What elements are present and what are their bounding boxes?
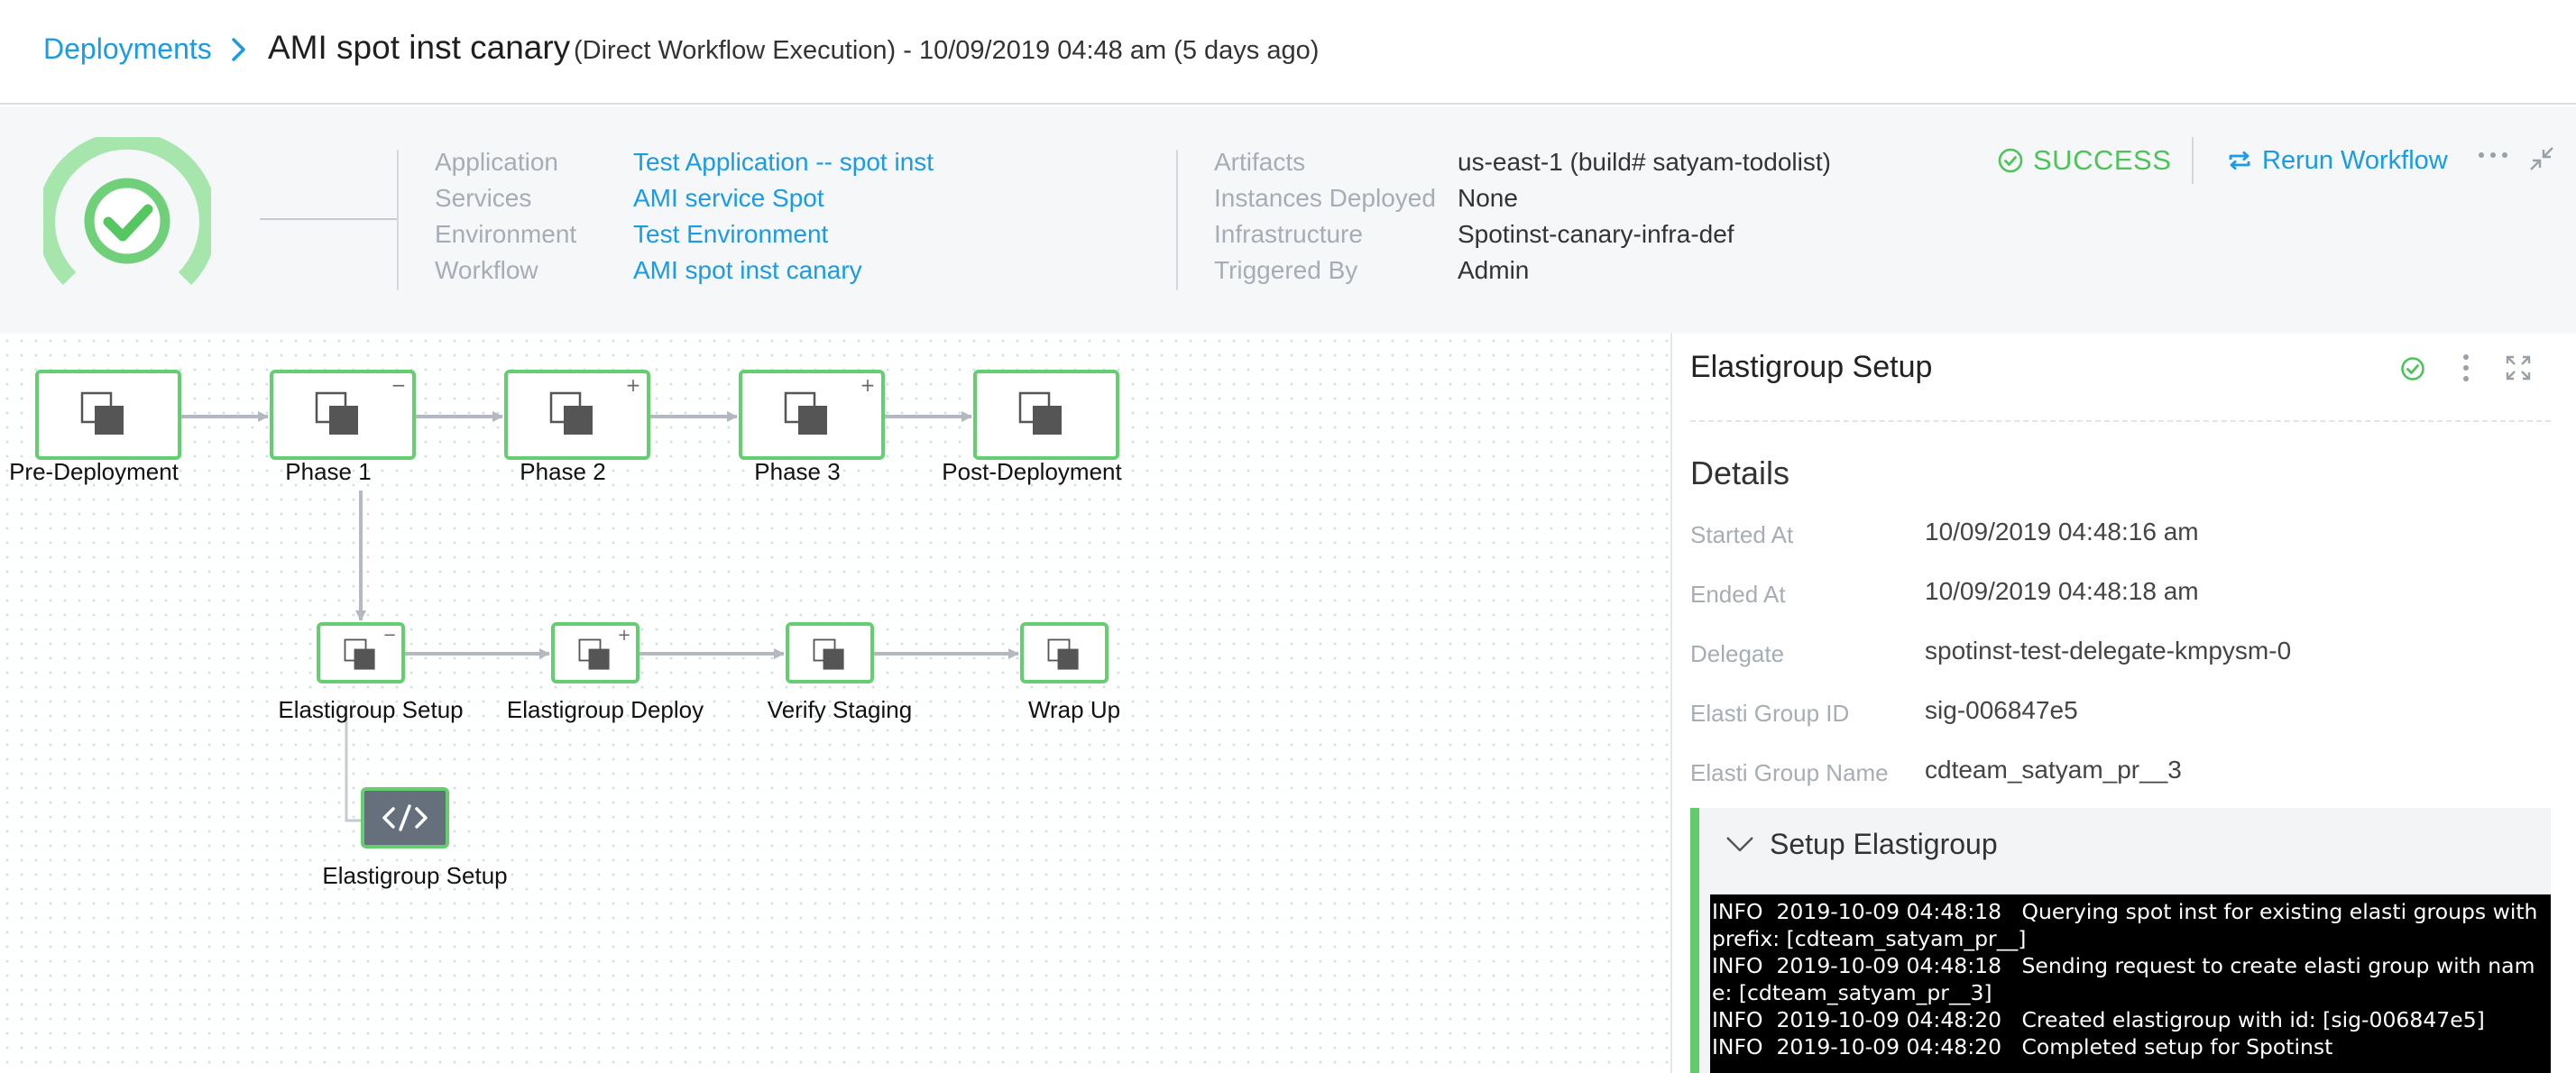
log-line: INFO 2019-10-09 04:48:20 Created elastig… — [1712, 1007, 2485, 1032]
check-circle-icon — [2401, 357, 2424, 381]
divider — [397, 150, 399, 290]
log-line: INFO 2019-10-09 04:48:18 Sending request… — [1712, 953, 2535, 1005]
kebab-menu-icon[interactable] — [2461, 352, 2471, 384]
section-title: Setup Elastigroup — [1770, 827, 1998, 860]
panel-title: Elastigroup Setup — [1690, 350, 1933, 384]
page-title: AMI spot inst canary — [268, 29, 571, 66]
triggered-by-value: Admin — [1458, 256, 1530, 284]
details-heading: Details — [1690, 454, 1790, 491]
summary-connector-line — [260, 218, 397, 220]
page-subtitle: (Direct Workflow Execution) - 10/09/2019… — [574, 36, 1320, 65]
workflow-canvas[interactable]: − + + − + — [0, 334, 1670, 1073]
divider — [1176, 150, 1178, 290]
log-line: INFO 2019-10-09 04:48:20 Completed setup… — [1712, 1034, 2333, 1059]
step-node-elastigroup-deploy[interactable]: + — [551, 622, 639, 683]
phase-label-post-deployment: Post-Deployment — [942, 458, 1122, 485]
environment-link[interactable]: Test Environment — [633, 220, 829, 248]
step-node-elastigroup-setup[interactable]: − — [317, 622, 405, 683]
triggered-by-label: Triggered By — [1214, 256, 1358, 284]
success-gauge-icon — [43, 137, 211, 286]
phase-node-1[interactable]: − — [270, 370, 416, 460]
application-label: Application — [435, 148, 558, 176]
step-label-verify-staging: Verify Staging — [767, 696, 913, 723]
rerun-workflow-button[interactable]: Rerun Workflow — [2226, 142, 2448, 179]
chevron-down-icon — [1726, 837, 1753, 852]
instances-deployed-label: Instances Deployed — [1214, 184, 1436, 212]
log-line: INFO 2019-10-09 04:48:18 Querying spot i… — [1712, 899, 2544, 951]
step-label-wrap-up: Wrap Up — [1027, 696, 1121, 723]
infrastructure-value: Spotinst-canary-infra-def — [1458, 220, 1734, 248]
elasti-group-name-label: Elasti Group Name — [1690, 759, 1889, 786]
workflow-graph: − + + − + — [35, 370, 1119, 848]
details-panel: Elastigroup Setup Details Started At 10/… — [1670, 334, 2576, 1073]
step-label-elastigroup-setup: Elastigroup Setup — [278, 696, 464, 723]
infrastructure-label: Infrastructure — [1214, 220, 1363, 248]
service-link[interactable]: AMI service Spot — [633, 184, 824, 212]
artifacts-value: us-east-1 (build# satyam-todolist) — [1458, 148, 1831, 176]
step-node-verify-staging[interactable] — [786, 622, 874, 683]
ended-at-value: 10/09/2019 04:48:18 am — [1925, 577, 2199, 605]
setup-elastigroup-section: Setup Elastigroup INFO 2019-10-09 04:48:… — [1690, 808, 2551, 1073]
services-label: Services — [435, 184, 532, 212]
elasti-group-id-label: Elasti Group ID — [1690, 700, 1850, 727]
phase-label-pre-deployment: Pre-Deployment — [9, 458, 179, 485]
expand-icon[interactable] — [2504, 353, 2533, 382]
top-bar: Deployments AMI spot inst canary (Direct… — [0, 0, 2576, 105]
elasti-group-name-value: cdteam_satyam_pr__3 — [1925, 756, 2182, 784]
command-label-elastigroup-setup: Elastigroup Setup — [322, 862, 508, 889]
chevron-right-icon — [232, 38, 245, 61]
more-options-icon[interactable] — [2475, 146, 2511, 164]
repeat-icon — [2229, 151, 2250, 170]
phase-label-3: Phase 3 — [754, 458, 841, 485]
started-at-value: 10/09/2019 04:48:16 am — [1925, 518, 2199, 546]
step-node-wrap-up[interactable] — [1020, 622, 1109, 683]
application-link[interactable]: Test Application -- spot inst — [633, 148, 934, 176]
step-label-elastigroup-deploy: Elastigroup Deploy — [506, 696, 704, 723]
delegate-value: spotinst-test-delegate-kmpysm-0 — [1925, 637, 2292, 665]
breadcrumb-deployments-link[interactable]: Deployments — [43, 32, 212, 65]
elastigroup-deploy-badge[interactable]: + — [617, 626, 630, 645]
phase-label-2: Phase 2 — [520, 458, 606, 485]
phase-node-post-deployment[interactable] — [973, 370, 1119, 460]
phase-node-pre-deployment[interactable] — [35, 370, 181, 460]
phase-node-2[interactable]: + — [504, 370, 650, 460]
connector — [345, 717, 361, 822]
section-toggle[interactable]: Setup Elastigroup — [1725, 822, 1998, 866]
status-badge: SUCCESS — [1997, 142, 2171, 179]
artifacts-label: Artifacts — [1214, 148, 1306, 176]
elasti-group-id-value: sig-006847e5 — [1925, 696, 2078, 724]
code-icon — [382, 804, 428, 831]
phase-1-badge[interactable]: − — [391, 374, 407, 396]
rerun-workflow-label: Rerun Workflow — [2262, 145, 2448, 175]
check-circle-icon — [1998, 148, 2023, 173]
divider — [2192, 137, 2194, 184]
workflow-link[interactable]: AMI spot inst canary — [633, 256, 862, 284]
phase-3-badge[interactable]: + — [860, 374, 876, 396]
elastigroup-setup-badge[interactable]: − — [382, 626, 396, 645]
phase-node-3[interactable]: + — [739, 370, 885, 460]
started-at-label: Started At — [1690, 521, 1794, 548]
environment-label: Environment — [435, 220, 577, 248]
workflow-label: Workflow — [435, 256, 538, 284]
execution-summary: Application Services Environment Workflo… — [0, 106, 2576, 334]
ended-at-label: Ended At — [1690, 581, 1786, 608]
phase-label-1: Phase 1 — [285, 458, 372, 485]
phase-2-badge[interactable]: + — [626, 374, 641, 396]
delegate-label: Delegate — [1690, 640, 1785, 667]
command-node-elastigroup-setup[interactable] — [361, 787, 449, 848]
divider — [1690, 420, 2551, 422]
instances-deployed-value: None — [1458, 184, 1518, 212]
collapse-icon[interactable] — [2527, 144, 2556, 173]
status-text: SUCCESS — [2033, 144, 2172, 176]
log-output[interactable]: INFO 2019-10-09 04:48:18 Querying spot i… — [1710, 894, 2551, 1073]
